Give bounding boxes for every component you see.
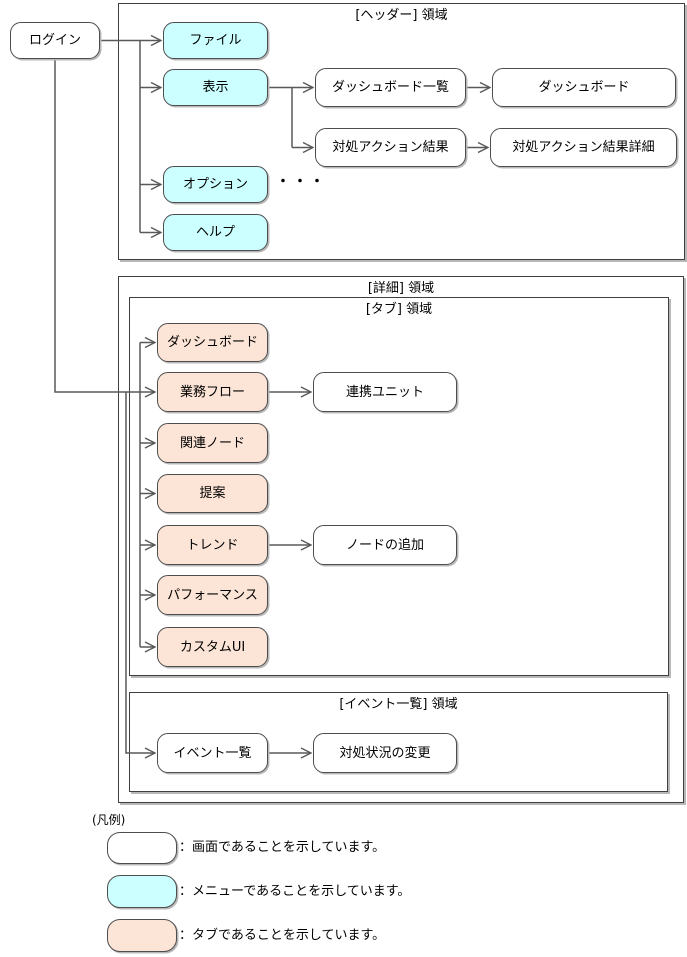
menu-file-box: ファイル: [163, 22, 268, 59]
legend-caption: (凡例): [92, 813, 126, 827]
tab-dashboard-box: ダッシュボード: [157, 323, 268, 362]
screen-action-result-detail-box: 対処アクション結果詳細: [490, 128, 677, 167]
tab-area-frame: [タブ] 領域: [129, 297, 669, 676]
legend-tab-label: ：タブであることを示しています。: [179, 928, 386, 943]
event-list-area-title: [イベント一覧] 領域: [339, 697, 458, 712]
tab-custom-ui-box: カスタムUI: [157, 627, 268, 667]
options-ellipsis: ・・・: [276, 174, 327, 190]
screen-change-status-box: 対処状況の変更: [313, 733, 457, 773]
legend-screen-label: ：画面であることを示しています。: [179, 840, 386, 855]
screen-add-node-box: ノードの追加: [313, 525, 457, 565]
legend-menu-shape: [107, 875, 177, 908]
menu-help-box: ヘルプ: [163, 214, 268, 251]
menu-options-box: オプション: [163, 166, 268, 203]
legend-tab-shape: [107, 919, 177, 952]
tab-related-node-box: 関連ノード: [157, 423, 268, 463]
header-area-title: [ヘッダー] 領域: [355, 8, 448, 23]
screen-linked-unit-box: 連携ユニット: [313, 372, 457, 412]
connector-login-to-business-flow: [54, 59, 155, 392]
header-area-frame: [ヘッダー] 領域: [118, 3, 685, 260]
tab-trend-box: トレンド: [157, 525, 268, 565]
login-screen-box: ログイン: [10, 22, 100, 59]
detail-area-frame: [詳細] 領域: [118, 276, 684, 803]
tab-business-flow-box: 業務フロー: [157, 372, 268, 412]
detail-area-title: [詳細] 領域: [367, 281, 435, 296]
event-list-area-frame: [イベント一覧] 領域: [129, 692, 668, 792]
legend-menu-label: ：メニューであることを示しています。: [179, 884, 411, 899]
legend-screen-shape: [107, 832, 177, 864]
screen-action-result-box: 対処アクション結果: [315, 128, 466, 167]
menu-view-box: 表示: [163, 69, 268, 106]
tab-area-title: [タブ] 領域: [365, 302, 433, 317]
screen-dashboard-list-box: ダッシュボード一覧: [315, 68, 466, 107]
screen-dashboard-box: ダッシュボード: [492, 68, 676, 107]
connector-to-event-list: [125, 392, 155, 753]
tab-performance-box: パフォーマンス: [157, 575, 268, 615]
screen-event-list-box: イベント一覧: [157, 733, 268, 773]
tab-proposal-box: 提案: [157, 474, 268, 513]
